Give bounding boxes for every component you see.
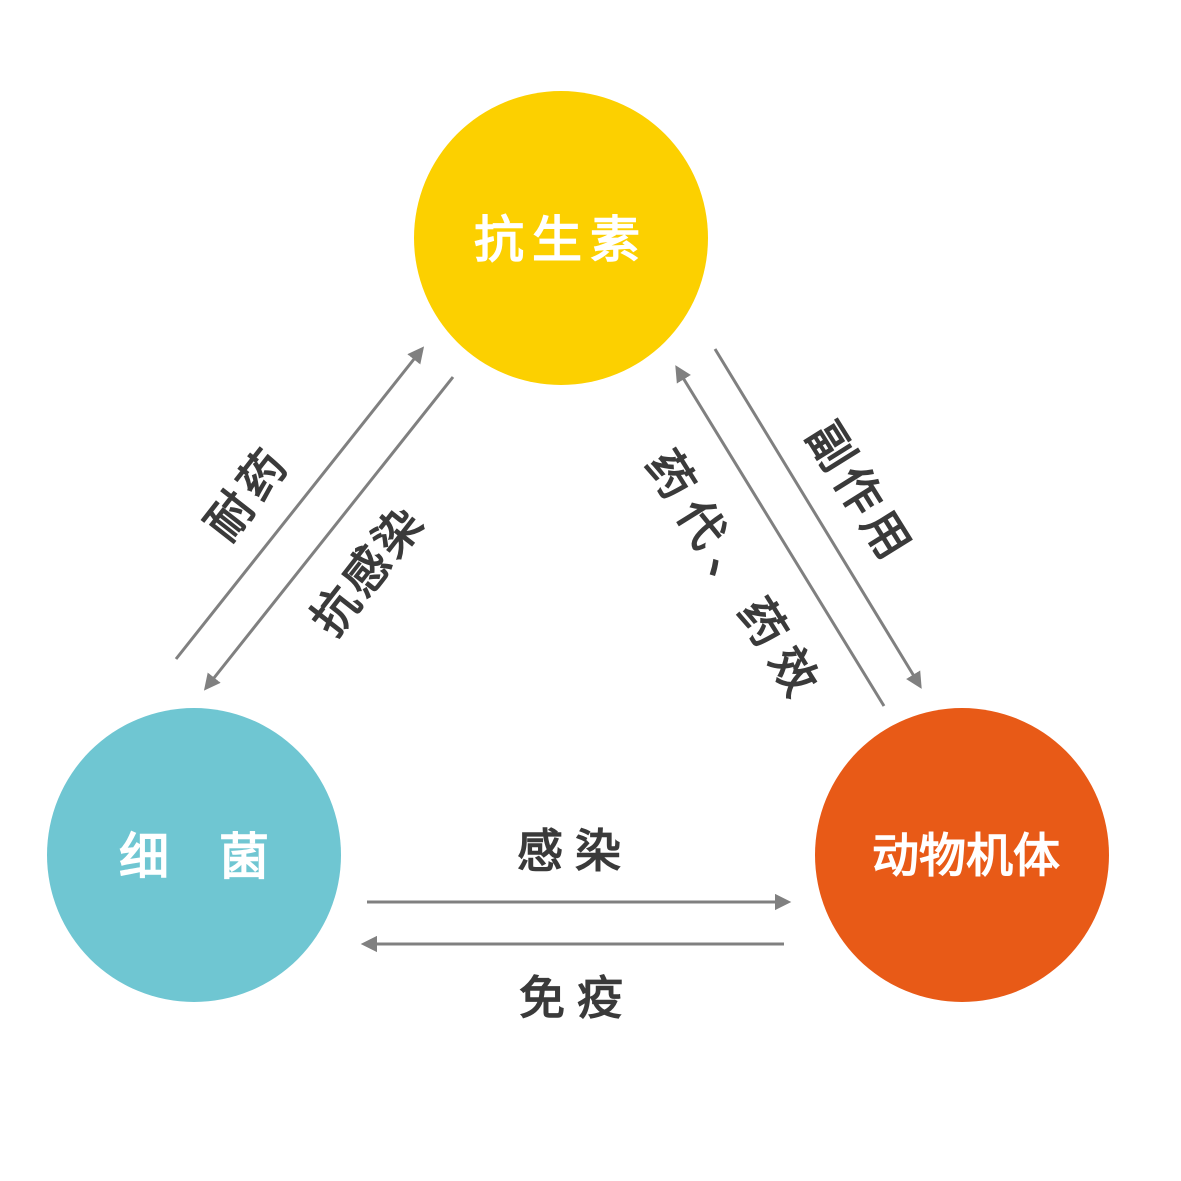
edge-label-immunity: 免疫 xyxy=(519,971,635,1025)
node-bacteria-label: 细 菌 xyxy=(119,828,269,886)
edge-label-side-effect: 副作用 xyxy=(796,413,924,574)
node-animal-circle xyxy=(815,708,1109,1002)
arrows xyxy=(174,346,922,953)
edge-label-infection: 感染 xyxy=(517,824,633,878)
node-animal-label: 动物机体 xyxy=(872,829,1060,884)
edge-label-anti-infection: 抗感染 xyxy=(301,494,436,645)
arrow-bacteria-to-antibiotic xyxy=(174,346,425,660)
node-animal: 动物机体 xyxy=(815,708,1109,1002)
node-antibiotic: 抗生素 xyxy=(414,91,708,385)
node-bacteria: 细 菌 xyxy=(47,708,341,1002)
arrow-animal-to-antibiotic xyxy=(675,365,886,707)
node-bacteria-circle xyxy=(47,708,341,1002)
node-antibiotic-circle xyxy=(414,91,708,385)
arrow-antibiotic-to-animal xyxy=(713,348,922,689)
node-antibiotic-label: 抗生素 xyxy=(474,211,648,269)
arrow-antibiotic-to-bacteria xyxy=(203,376,455,691)
edge-label-resistance: 耐药 xyxy=(195,435,302,550)
